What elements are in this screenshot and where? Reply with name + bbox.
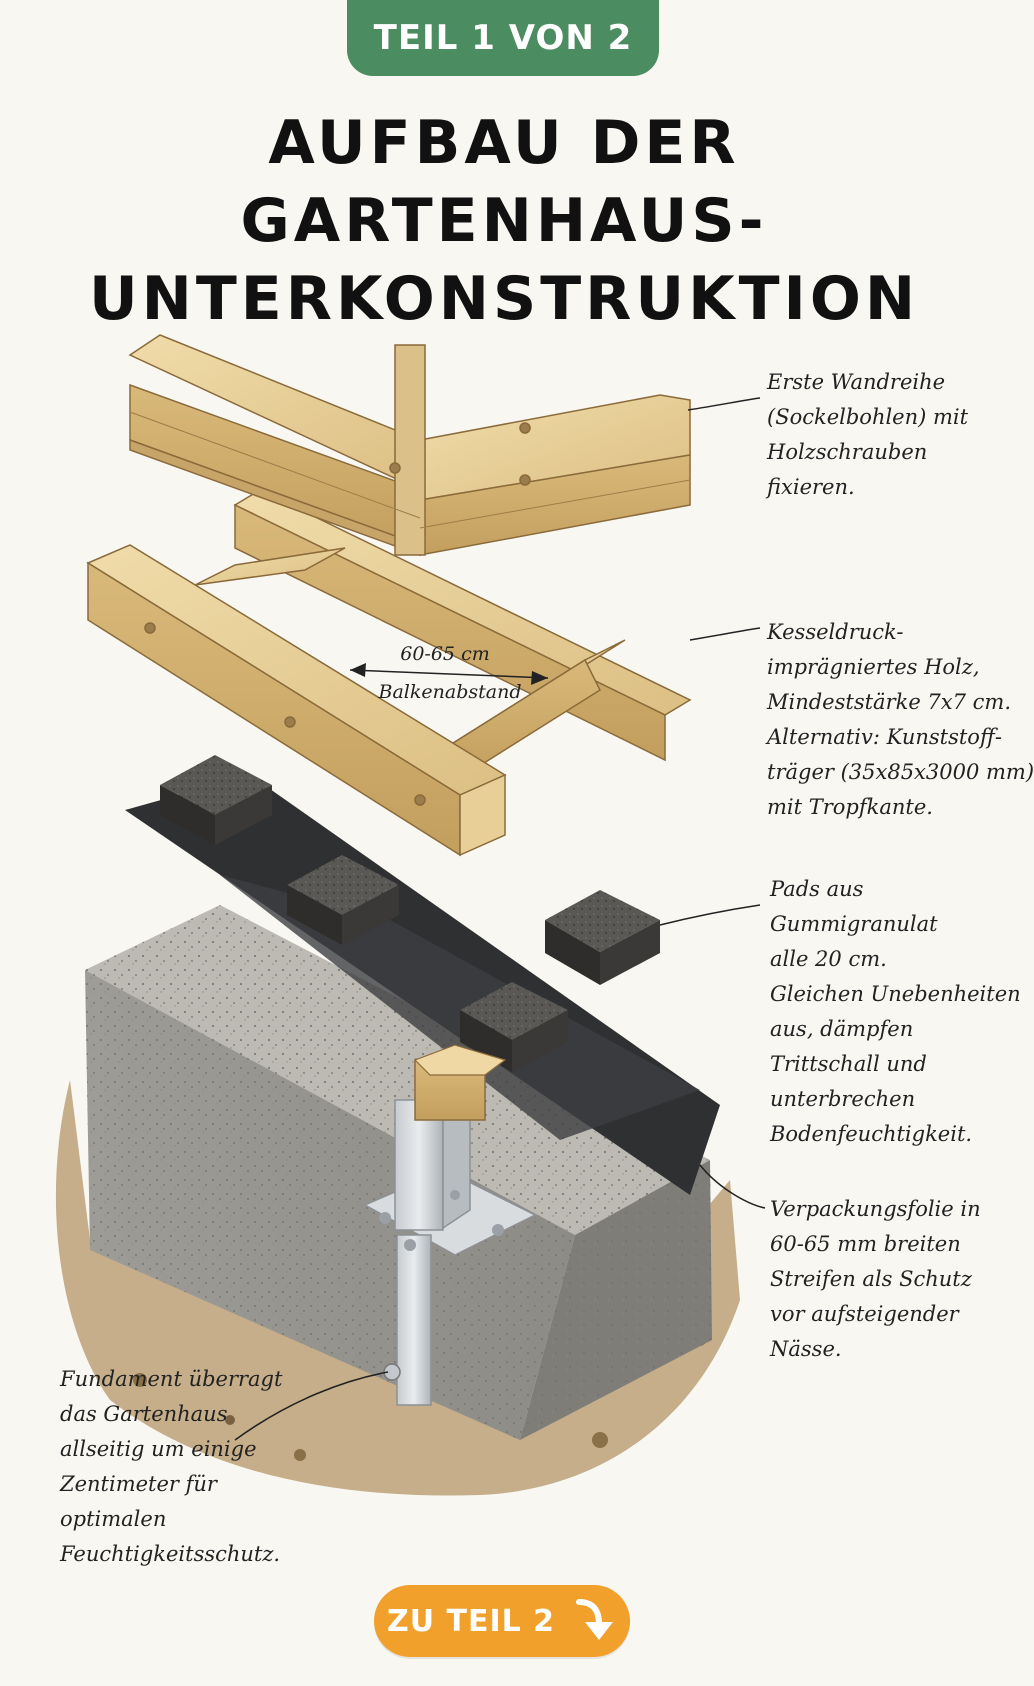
- dimension-caption: Balkenabstand: [378, 681, 522, 703]
- metal-post-bracket: [363, 1044, 537, 1406]
- concrete-foundation: [85, 905, 712, 1440]
- next-part-button[interactable]: ZU TEIL 2: [374, 1585, 630, 1657]
- wall-planks: [128, 334, 691, 557]
- next-part-label: ZU TEIL 2: [386, 1603, 556, 1639]
- annotation-timber: Kesseldruck- imprägniertes Holz, Mindest…: [767, 620, 1034, 819]
- beam-spacing-dimension: 60-65 cm Balkenabstand: [349, 643, 549, 703]
- title-line-2: GARTENHAUS-: [240, 186, 768, 256]
- construction-illustration: 60-65 cm Balkenabstand: [55, 334, 766, 1496]
- annotation-pads: Pads aus Gummigranulat alle 20 cm. Gleic…: [770, 877, 1021, 1146]
- part-badge: TEIL 1 VON 2: [347, 0, 659, 76]
- annotation-wall-row: Erste Wandreihe (Sockelbohlen) mit Holzs…: [767, 370, 969, 499]
- arrow-down-right-icon: [576, 1599, 614, 1640]
- page-title: AUFBAU DER GARTENHAUS- UNTERKONSTRUKTION: [0, 104, 1008, 338]
- annotation-foundation: Fundament überragt das Gartenhaus allsei…: [60, 1367, 283, 1566]
- rubber-pads: [160, 755, 660, 1072]
- leader-lines: [234, 397, 766, 1441]
- title-line-1: AUFBAU DER: [268, 108, 740, 178]
- wooden-beam-frame: [86, 489, 692, 857]
- annotation-foil: Verpackungsfolie in 60-65 mm breiten Str…: [770, 1197, 981, 1361]
- dimension-value: 60-65 cm: [400, 643, 489, 665]
- title-line-3: UNTERKONSTRUKTION: [88, 264, 920, 334]
